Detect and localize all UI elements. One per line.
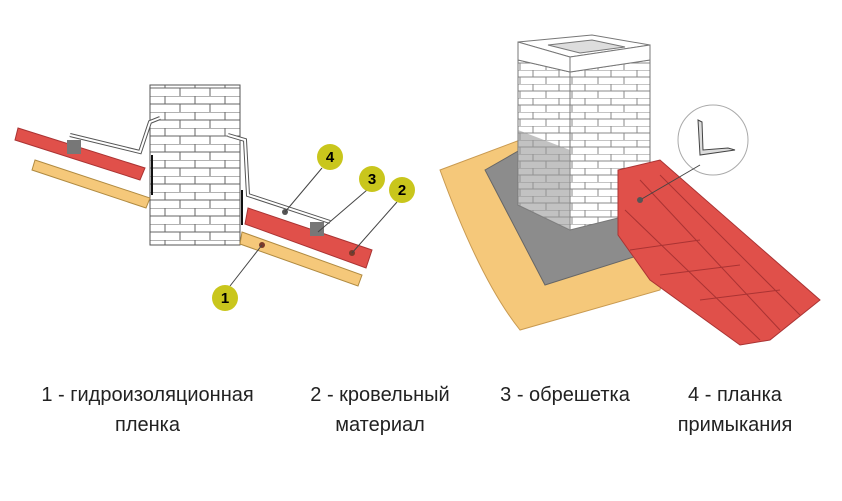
metal-tile (617, 159, 821, 346)
legend-text: примыкания (677, 414, 793, 436)
callout-1: 1 (212, 285, 238, 311)
perspective-view (439, 34, 821, 346)
svg-text:1: 1 (221, 290, 229, 307)
svg-text:4: 4 (326, 149, 335, 166)
legend-text: 2 - кровельный (310, 384, 450, 406)
flashing-right (227, 133, 331, 224)
legend-item-3: 3 - обрешетка (475, 380, 655, 410)
membrane-base (518, 130, 570, 230)
legend-text: материал (335, 414, 425, 436)
battens-left (31, 159, 151, 209)
tile-right (244, 207, 373, 269)
battens-right (239, 231, 363, 287)
flashing-profile-icon (697, 119, 736, 156)
legend-item-1: 1 - гидроизоляционная пленка (10, 380, 285, 440)
callout-2: 2 (389, 177, 415, 203)
legend-text: 1 - гидроизоляционная (41, 384, 254, 406)
flashing-detail-inset (677, 104, 749, 176)
legend-item-4: 4 - планка примыкания (655, 380, 815, 440)
callout-3: 3 (359, 166, 385, 192)
cross-section-view (14, 84, 398, 287)
legend-text: 4 - планка (688, 384, 782, 406)
legend-text: пленка (115, 414, 180, 436)
callout-4: 4 (317, 144, 343, 170)
svg-text:2: 2 (398, 182, 406, 199)
chimney-section (149, 84, 241, 246)
legend-item-2: 2 - кровельный материал (285, 380, 475, 440)
svg-text:3: 3 (368, 171, 376, 188)
legend-text: 3 - обрешетка (500, 384, 630, 406)
